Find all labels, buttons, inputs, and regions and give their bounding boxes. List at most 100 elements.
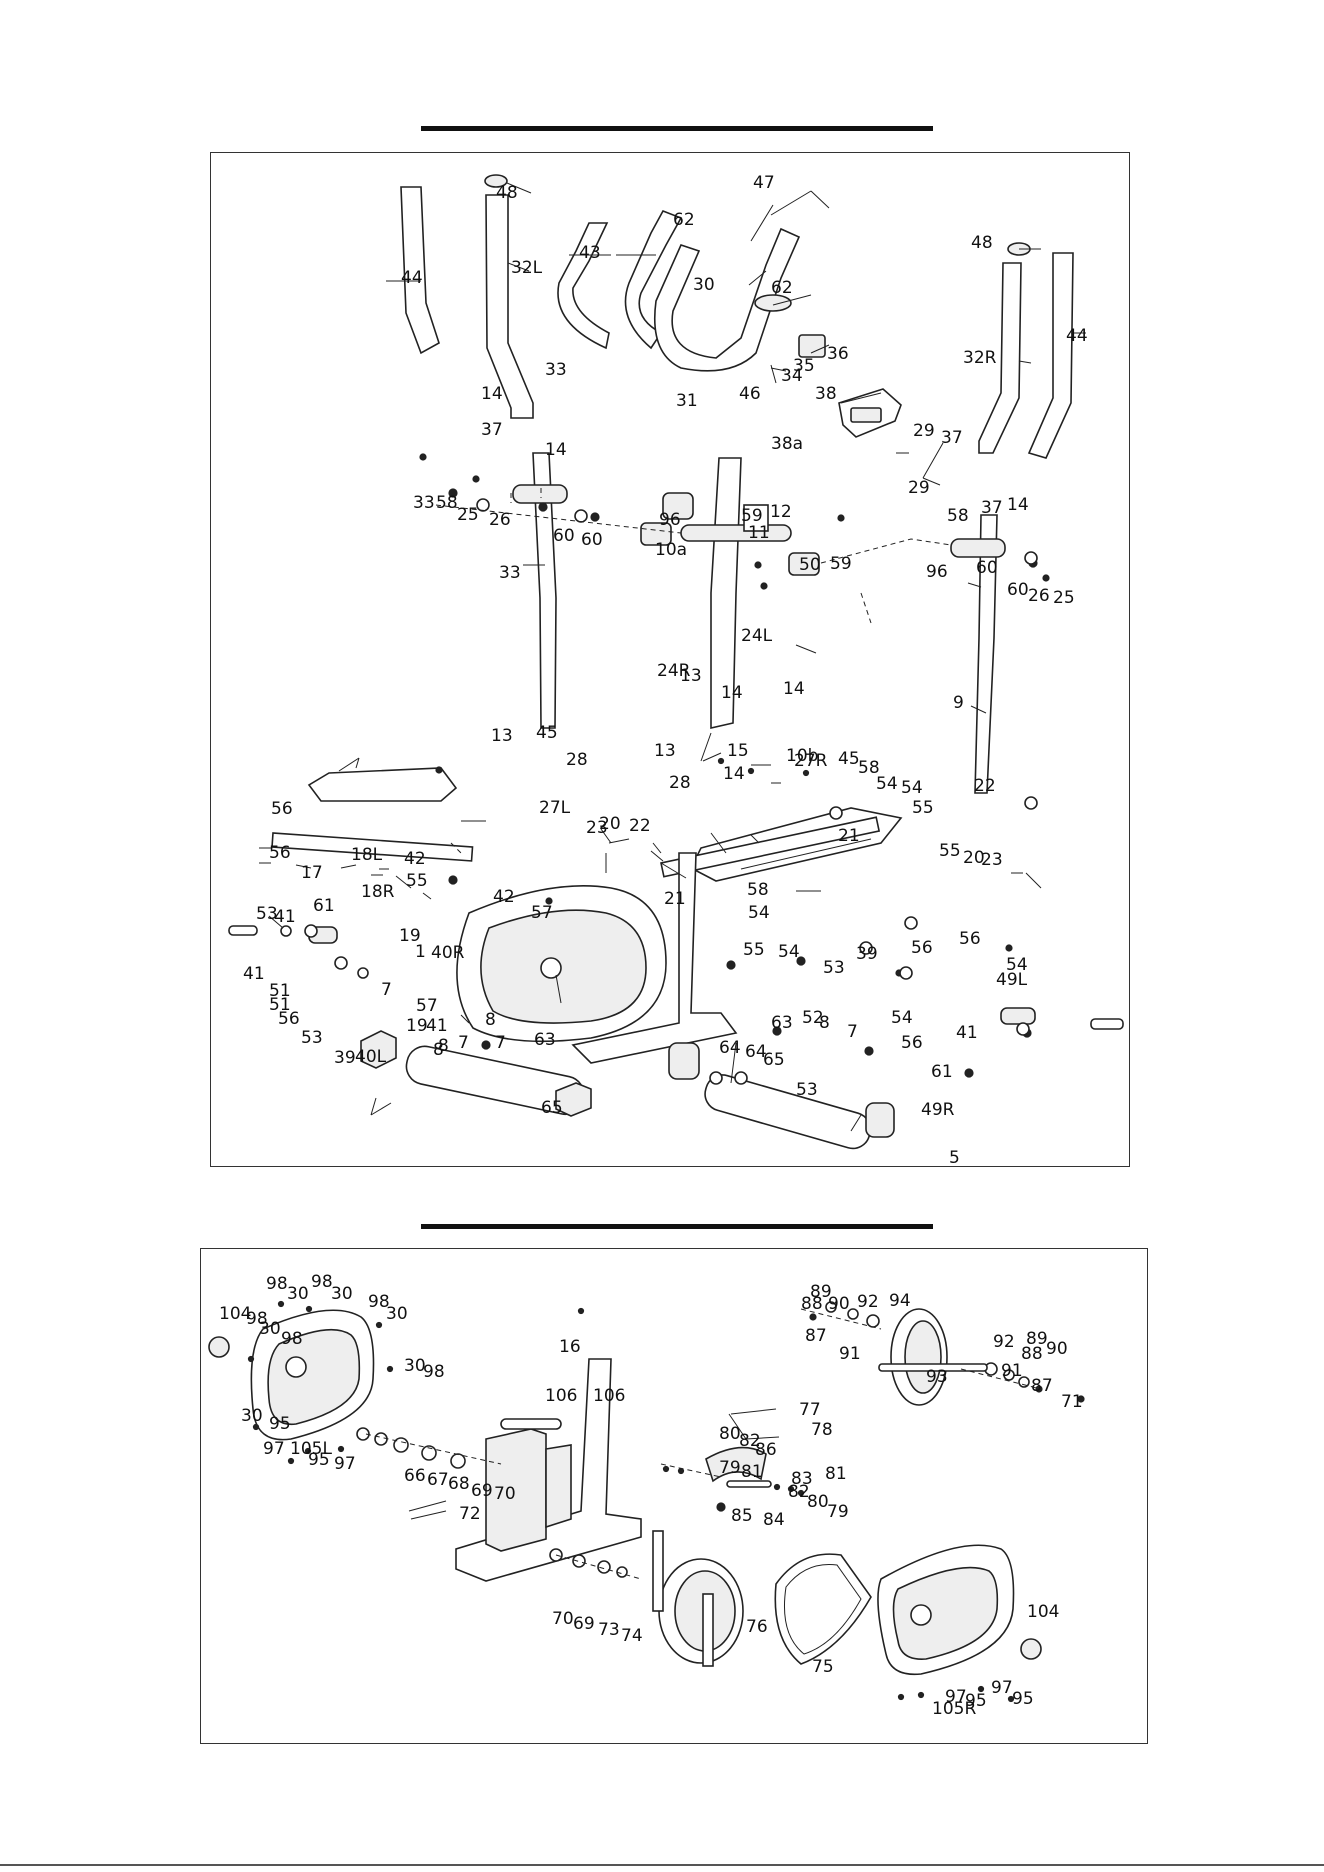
part-label: 32L: [511, 258, 543, 278]
bolt-72: [408, 1500, 447, 1520]
part-label: 72: [459, 1504, 481, 1524]
part-label: 47: [753, 173, 775, 193]
part-label: 39: [334, 1048, 356, 1068]
part-label: 68: [448, 1474, 470, 1494]
cover-105L-inner: [267, 1328, 361, 1426]
handle-32L: [485, 194, 534, 419]
part-label: 25: [457, 505, 479, 525]
part-label: 91: [839, 1344, 861, 1364]
bottom-section-rule: [421, 1224, 933, 1229]
part-label: 14: [481, 384, 503, 404]
part-label: 38: [815, 384, 837, 404]
part-label: 48: [971, 233, 993, 253]
bushing-tube-right: [950, 538, 1006, 558]
part-label: 54: [1006, 955, 1028, 975]
part-label: 56: [901, 1033, 923, 1053]
part-label: 71: [1061, 1392, 1083, 1412]
part-label: 61: [931, 1062, 953, 1082]
part-label: 6: [211, 153, 222, 158]
cap-104-right: [1020, 1638, 1042, 1660]
part-label: 98: [281, 1329, 303, 1349]
part-label: 21: [664, 889, 686, 909]
part-label: 58: [747, 880, 769, 900]
part-label: 55: [939, 841, 961, 861]
handlebar-43: [557, 222, 610, 350]
cover-105R-hole: [910, 1604, 932, 1626]
part-label: 80: [807, 1492, 829, 1512]
part-label: 49R: [921, 1100, 955, 1120]
part-label: 44: [1066, 326, 1088, 346]
handle-32R: [978, 262, 1022, 454]
part-label: 42: [493, 887, 515, 907]
part-label: 40L: [355, 1047, 387, 1067]
part-label: 56: [271, 799, 293, 819]
crank-hub: [540, 957, 562, 979]
flywheel-shroud-inner: [480, 909, 647, 1024]
part-label: 18R: [361, 882, 395, 902]
part-label: 20: [963, 848, 985, 868]
part-label: 45: [838, 749, 860, 769]
part-label: 97: [945, 1687, 967, 1707]
part-label: 35: [793, 356, 815, 376]
part-label: 79: [719, 1458, 741, 1478]
part-label: 8: [438, 1036, 449, 1056]
part-label: 14: [545, 440, 567, 460]
part-label: 53: [823, 958, 845, 978]
part-label: 95: [269, 1414, 291, 1434]
part-label: 106: [593, 1386, 625, 1406]
part-label: 70: [552, 1609, 574, 1629]
part-label: 78: [811, 1420, 833, 1440]
part-label: 93: [926, 1367, 948, 1387]
part-label: 20: [599, 814, 621, 834]
part-label: 105R: [932, 1699, 976, 1719]
part-label: 92: [993, 1332, 1015, 1352]
part-label: 8: [485, 1010, 496, 1030]
part-label: 13: [654, 741, 676, 761]
part-label: 7: [495, 1033, 506, 1053]
part-label: 9: [953, 693, 964, 713]
bushing-59-left: [640, 522, 672, 546]
part-label: 1: [415, 942, 426, 962]
part-label: 29: [908, 478, 930, 498]
part-label: 54: [778, 942, 800, 962]
part-label: 27L: [539, 798, 571, 818]
part-label: 31: [676, 391, 698, 411]
part-label: 50: [799, 555, 821, 575]
part-label: 54: [748, 903, 770, 923]
stabilizer-2: [704, 1074, 872, 1150]
part-label: 42: [404, 849, 426, 869]
part-label: 17: [301, 863, 323, 883]
part-label: 19: [406, 1016, 428, 1036]
part-label: 14: [783, 679, 805, 699]
part-label: 80: [719, 1424, 741, 1444]
part-label: 8: [819, 1013, 830, 1033]
handlebar-31: [653, 227, 801, 372]
bolt-49R: [1090, 1018, 1124, 1030]
pedal-arm-18R: [660, 816, 881, 878]
part-label: 5: [949, 1148, 960, 1168]
sensor-10a: [662, 492, 694, 520]
part-label: 63: [534, 1030, 556, 1050]
part-label: 37: [481, 420, 503, 440]
part-label: 26: [489, 510, 511, 530]
bracket-50: [743, 504, 769, 532]
part-label: 105L: [290, 1439, 332, 1459]
part-label: 24R: [657, 661, 691, 681]
wheel-4-right: [865, 1102, 895, 1138]
part-label: 37: [941, 428, 963, 448]
part-label: 86: [755, 1440, 777, 1460]
part-label: 8: [433, 1040, 444, 1060]
part-label: 41: [426, 1016, 448, 1036]
part-label: 62: [771, 278, 793, 298]
part-label: 98: [246, 1309, 268, 1329]
part-label: 15: [727, 741, 749, 761]
part-label: 46: [739, 384, 761, 404]
part-label: 30: [331, 1284, 353, 1304]
part-label: 23: [586, 818, 608, 838]
washers: [280, 498, 1038, 1085]
part-label: 67: [427, 1470, 449, 1490]
shaft-93: [878, 1363, 988, 1372]
part-label: 2: [211, 153, 222, 158]
